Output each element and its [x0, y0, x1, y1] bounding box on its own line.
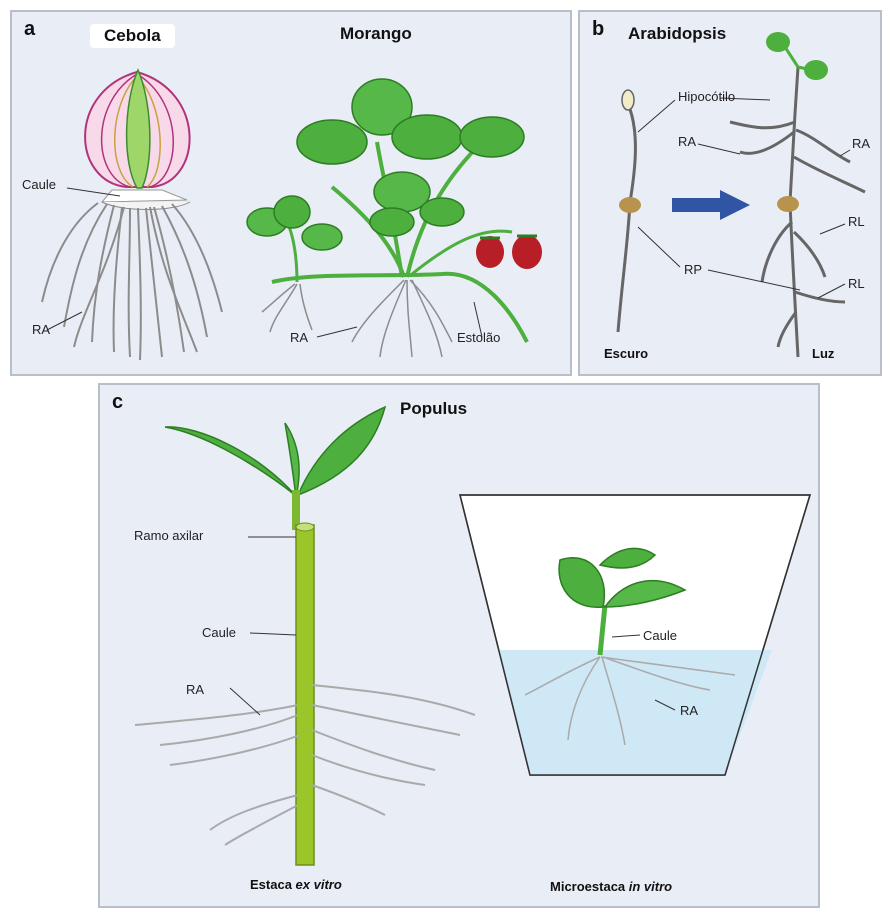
seed-light-icon: [777, 196, 799, 212]
label-caule: Caule: [22, 177, 56, 192]
label-hipocotilo: Hipocótilo: [678, 89, 735, 104]
onion-bulb: [85, 70, 190, 210]
panel-b-illustration: [580, 12, 884, 378]
label-ramo-axilar: Ramo axilar: [134, 528, 203, 543]
arrow-icon: [672, 190, 750, 220]
caption-escuro: Escuro: [604, 346, 648, 361]
label-ra-b-right: RA: [852, 136, 870, 151]
light-seedling: [730, 67, 865, 357]
label-rl-bottom: RL: [848, 276, 865, 291]
cutting-stem: [296, 525, 314, 865]
panel-b-leaders: [638, 98, 850, 298]
panel-a: a Cebola Morango Caule RA RA Estolão: [10, 10, 572, 376]
seed-icon: [619, 197, 641, 213]
label-ra-b-left: RA: [678, 134, 696, 149]
seed-cotyledon-icon: [622, 90, 634, 110]
label-rl-top: RL: [848, 214, 865, 229]
panel-c-letter: c: [112, 391, 123, 414]
panel-b: b Arabidopsis Hipocótilo RA RA RL RL RP …: [578, 10, 882, 376]
label-caule-microcutting: Caule: [643, 628, 677, 643]
label-rp: RP: [684, 262, 702, 277]
cutting-leaves: [165, 407, 385, 530]
label-ra-strawberry: RA: [290, 330, 308, 345]
panel-a-letter: a: [24, 18, 35, 41]
label-ra-onion: RA: [32, 322, 50, 337]
onion-roots: [42, 203, 222, 360]
panel-a-illustration: [12, 12, 574, 378]
panel-b-letter: b: [592, 18, 604, 41]
caption-luz: Luz: [812, 346, 834, 361]
label-ra-microcutting: RA: [680, 703, 698, 718]
panel-c: c Populus Ramo axilar Caule RA Caule RA …: [98, 383, 820, 908]
strawberry-plant: [247, 79, 542, 342]
caption-estaca: Estaca ex vitro: [250, 877, 342, 892]
panel-a-title-right: Morango: [340, 24, 412, 44]
label-estolao: Estolão: [457, 330, 500, 345]
strawberry-roots: [262, 280, 452, 357]
label-caule-cutting: Caule: [202, 625, 236, 640]
dark-seedling: [618, 104, 635, 332]
label-ra-cutting: RA: [186, 682, 204, 697]
panel-c-title: Populus: [400, 399, 467, 419]
panel-b-title: Arabidopsis: [628, 24, 726, 44]
panel-c-illustration: [100, 385, 822, 910]
caption-microestaca: Microestaca in vitro: [550, 879, 672, 894]
panel-a-title-left: Cebola: [90, 24, 175, 48]
